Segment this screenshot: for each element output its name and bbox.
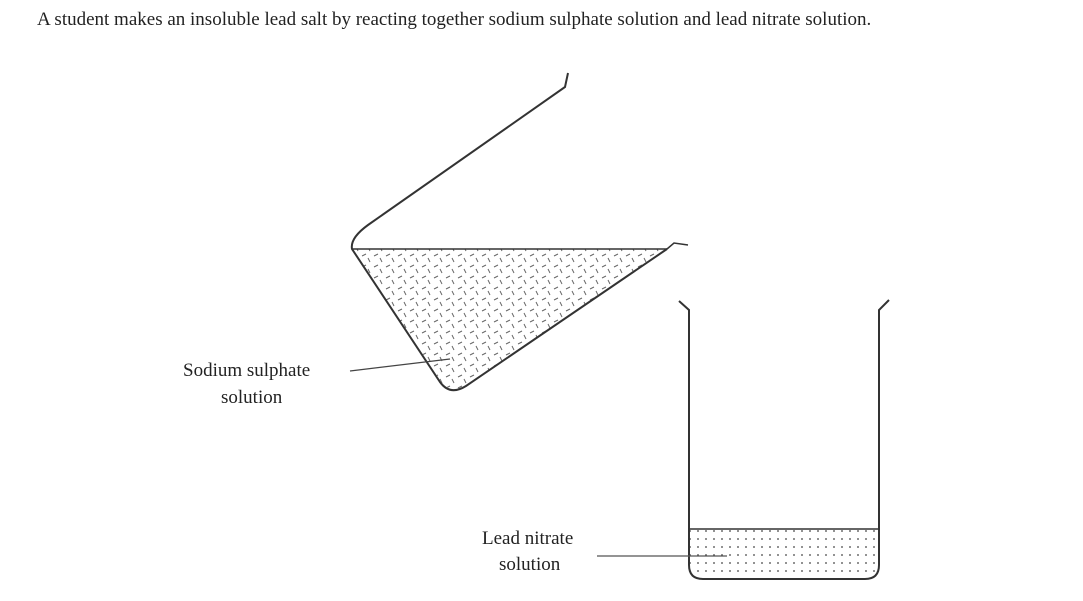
- sodium-sulphate-label-line1: Sodium sulphate: [183, 360, 311, 381]
- sodium-sulphate-leader-line: [349, 358, 451, 372]
- lead-nitrate-label-line1: Lead nitrate: [482, 528, 574, 549]
- upright-beaker: [678, 299, 890, 580]
- question-intro-text: A student makes an insoluble lead salt b…: [37, 9, 872, 30]
- lead-nitrate-liquid: [690, 530, 878, 578]
- sodium-sulphate-liquid: [352, 249, 667, 390]
- lead-nitrate-label-line2: solution: [499, 554, 561, 575]
- sodium-sulphate-label-line2: solution: [221, 387, 283, 408]
- tilted-beaker: [350, 72, 689, 392]
